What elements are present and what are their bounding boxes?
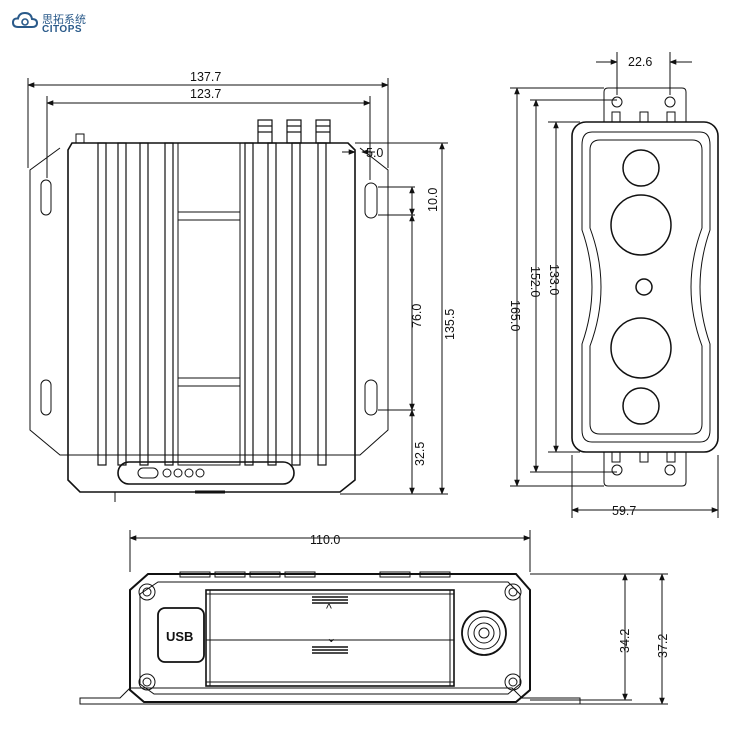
- dim-height-total: 135.5: [443, 309, 457, 340]
- dim-height-c: 165.0: [508, 300, 522, 331]
- brand-name-cn: 思拓系统: [42, 13, 86, 26]
- dim-height-b: 152.0: [528, 266, 542, 297]
- dim-slot-spacing: 76.0: [410, 304, 424, 328]
- dim-width-inner: 123.7: [190, 87, 221, 101]
- front-view: [27, 78, 448, 502]
- cloud-logo-icon: [11, 11, 39, 28]
- dim-bottom-offset: 32.5: [413, 442, 427, 466]
- dim-height-body: 34.2: [618, 629, 632, 653]
- dim-hole-spacing: 22.6: [628, 55, 652, 69]
- front-view-dimensions: 137.7 123.7 5.0 10.0 76.0 135.5 32.5: [190, 70, 457, 466]
- side-view-dimensions: 22.6 165.0 152.0 133.0 59.7: [508, 55, 652, 518]
- dim-offset-top: 5.0: [366, 146, 383, 160]
- arrow-down-icon: ⌄: [326, 631, 336, 645]
- bottom-view: [79, 530, 668, 705]
- brand-logo: 思拓系统 CITOPS: [11, 10, 102, 38]
- dim-width-side: 59.7: [612, 504, 636, 518]
- arrow-up-icon: ^: [326, 602, 332, 616]
- bottom-view-labels: 110.0 34.2 37.2 USB ^ ⌄: [166, 533, 670, 658]
- dim-width-bottom: 110.0: [310, 533, 340, 547]
- usb-port-label: USB: [166, 629, 193, 644]
- dim-width-outer: 137.7: [190, 70, 221, 84]
- brand-name-en: CITOPS: [42, 24, 83, 35]
- dim-height-bottom-total: 37.2: [656, 634, 670, 658]
- dim-slot-height: 10.0: [426, 188, 440, 212]
- side-view: [510, 52, 719, 518]
- dim-height-a: 133.0: [547, 264, 561, 295]
